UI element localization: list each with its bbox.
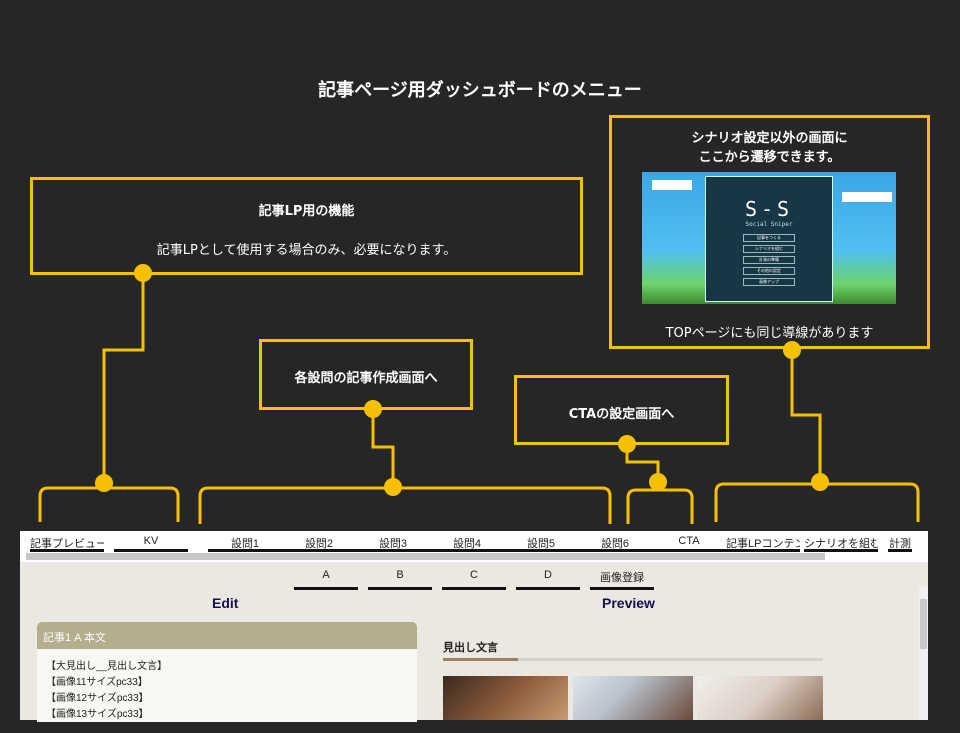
callout-cta: CTAの設定画面へ bbox=[514, 375, 729, 445]
horizontal-scrollbar[interactable] bbox=[20, 552, 928, 562]
card-line: 【画像11サイズpc33】 bbox=[46, 677, 148, 688]
preview-image bbox=[697, 676, 823, 720]
nav-kv[interactable]: KV bbox=[114, 531, 188, 552]
nav-q3[interactable]: 設問3 bbox=[356, 531, 430, 552]
callout-heading: CTAの設定画面へ bbox=[568, 407, 675, 422]
card-line: 【画像13サイズpc33】 bbox=[46, 709, 149, 720]
callout-heading-line1: シナリオ設定以外の画面に bbox=[691, 131, 848, 146]
callout-heading-line2: ここから遷移できます。 bbox=[698, 150, 841, 165]
main-nav: 記事プレビュー KV 設問1 設問2 設問3 設問4 設問5 設問6 CTA 記… bbox=[20, 531, 928, 552]
callout-questions: 各設問の記事作成画面へ bbox=[259, 339, 473, 410]
subnav-d[interactable]: D bbox=[516, 569, 580, 590]
game-subtitle: Social Sniper bbox=[745, 221, 793, 228]
nav-measure[interactable]: 計測 bbox=[888, 531, 912, 552]
callout-heading: 各設問の記事作成画面へ bbox=[294, 371, 438, 386]
game-logo: S-S bbox=[744, 197, 794, 221]
game-menu-item: 画像アップ bbox=[743, 278, 795, 286]
preview-image bbox=[573, 676, 693, 720]
subnav-image-register[interactable]: 画像登録 bbox=[590, 569, 654, 590]
page-title: 記事ページ用ダッシュボードのメニュー bbox=[318, 80, 642, 101]
nav-cta[interactable]: CTA bbox=[652, 531, 726, 552]
subnav-a[interactable]: A bbox=[294, 569, 358, 590]
nav-q6[interactable]: 設問6 bbox=[578, 531, 652, 552]
subnav-b[interactable]: B bbox=[368, 569, 432, 590]
nav-lp-content-order[interactable]: 記事LPコンテンツ順 bbox=[726, 531, 800, 552]
heading-underline bbox=[443, 658, 823, 661]
callout-lp-features: 記事LP用の機能 記事LPとして使用する場合のみ、必要になります。 bbox=[30, 177, 583, 275]
callout-body: 記事LPとして使用する場合のみ、必要になります。 bbox=[156, 243, 457, 258]
nav-q4[interactable]: 設問4 bbox=[430, 531, 504, 552]
nav-q2[interactable]: 設問2 bbox=[282, 531, 356, 552]
card-line: 【大見出し__見出し文言】 bbox=[46, 661, 168, 672]
callout-body: TOPページにも同じ導線があります bbox=[665, 326, 874, 341]
dashboard-screenshot: 記事プレビュー KV 設問1 設問2 設問3 設問4 設問5 設問6 CTA 記… bbox=[20, 531, 928, 722]
nav-article-preview[interactable]: 記事プレビュー bbox=[30, 531, 104, 552]
game-menu-item: シナリオを組む bbox=[743, 245, 795, 253]
callout-navigation: シナリオ設定以外の画面に ここから遷移できます。 TOPページにも同じ導線があり… bbox=[609, 115, 930, 349]
edit-heading: Edit bbox=[212, 595, 239, 611]
sub-nav: A B C D 画像登録 bbox=[294, 569, 664, 590]
top-page-screenshot: S-S Social Sniper 記事をつくる シナリオを組む 計測の準備 そ… bbox=[642, 172, 896, 304]
nav-scenario[interactable]: シナリオを組む bbox=[804, 531, 878, 552]
subnav-c[interactable]: C bbox=[442, 569, 506, 590]
edit-card: 記事1 A 本文 【大見出し__見出し文言】 【画像11サイズpc33】 【画像… bbox=[37, 622, 417, 722]
game-menu-item: その他の設定 bbox=[743, 267, 795, 275]
callout-heading: 記事LP用の機能 bbox=[258, 204, 355, 219]
game-menu-item: 計測の準備 bbox=[743, 256, 795, 264]
preview-image bbox=[443, 676, 568, 720]
preview-section-heading: 見出し文言 bbox=[443, 642, 498, 654]
nav-q1[interactable]: 設問1 bbox=[208, 531, 282, 552]
vertical-scrollbar[interactable] bbox=[919, 587, 928, 720]
card-line: 【画像12サイズpc33】 bbox=[46, 693, 149, 704]
game-menu-item: 記事をつくる bbox=[743, 234, 795, 242]
nav-q5[interactable]: 設問5 bbox=[504, 531, 578, 552]
game-menu-panel: S-S Social Sniper 記事をつくる シナリオを組む 計測の準備 そ… bbox=[705, 176, 833, 302]
card-title: 記事1 A 本文 bbox=[37, 622, 417, 649]
preview-heading: Preview bbox=[602, 595, 655, 611]
